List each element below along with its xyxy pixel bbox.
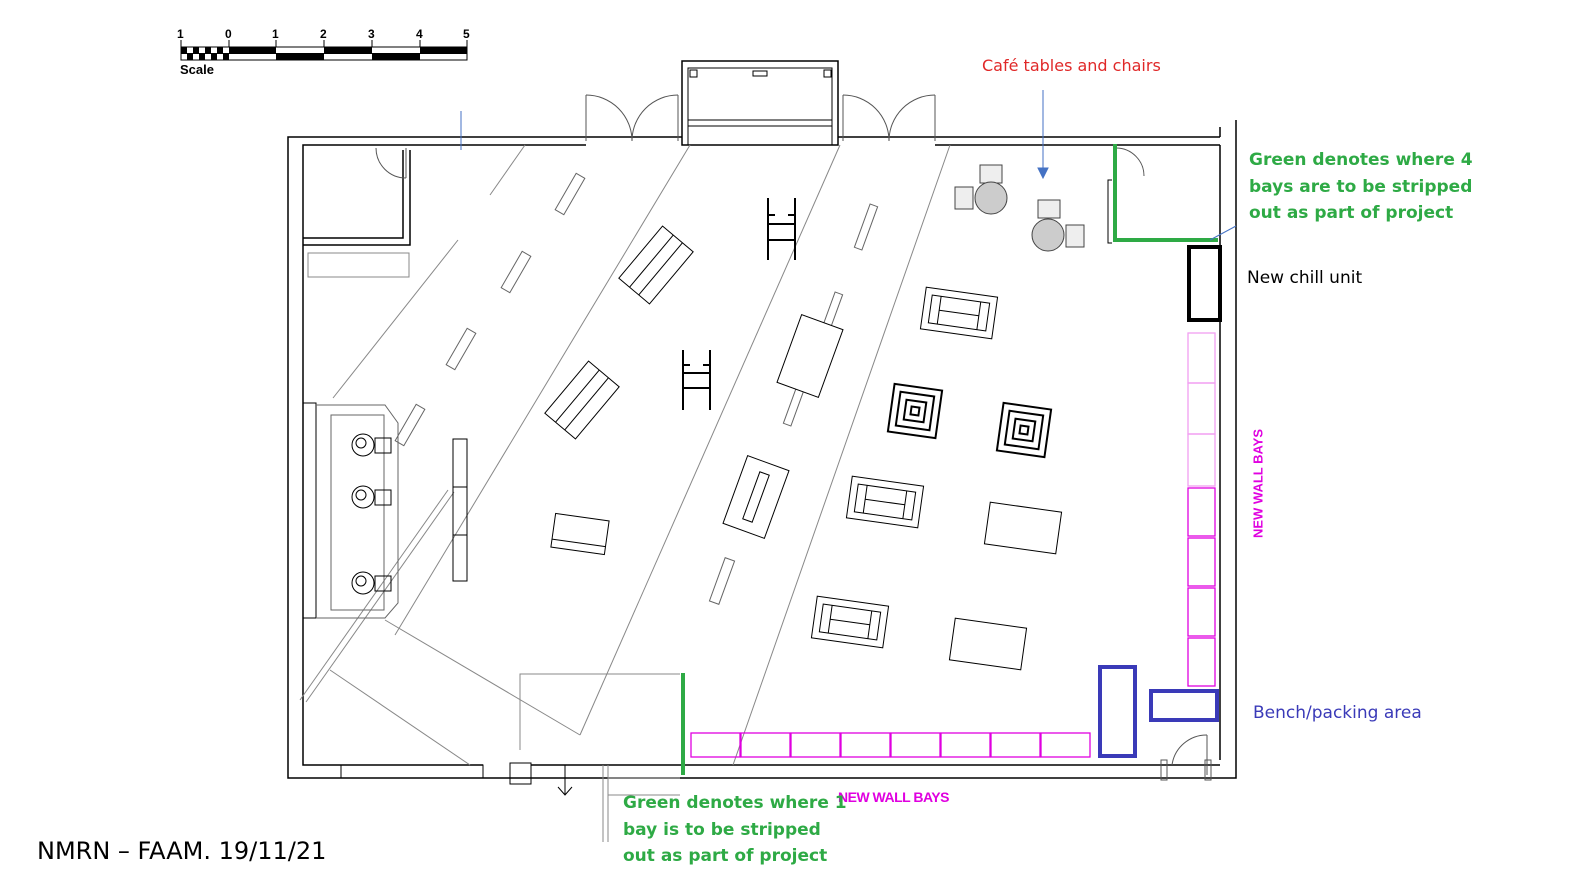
cafe-arrow	[1037, 90, 1049, 180]
display-tables	[544, 225, 1063, 671]
scale-tick: 5	[463, 27, 470, 41]
green-pointer	[1209, 225, 1237, 241]
bench-label: Bench/packing area	[1253, 703, 1422, 723]
wall-bays-right-label: NEW WALL BAYS	[1250, 428, 1266, 539]
walls	[287, 60, 1237, 785]
doors	[375, 94, 1212, 781]
wall-bays-bottom-label: NEW WALL BAYS	[838, 789, 949, 805]
green-note-line: out as part of project	[1249, 203, 1454, 223]
green-note-line: Green denotes where 4	[1249, 150, 1473, 170]
scale-tick: 0	[225, 27, 232, 41]
scale-bar	[180, 40, 468, 61]
scale-tick: 2	[320, 27, 327, 41]
checkout-counter	[302, 402, 468, 619]
scale-tick: 1	[177, 27, 184, 41]
plan-title: NMRN – FAAM. 19/11/21	[37, 837, 327, 865]
cafe-label: Café tables and chairs	[982, 56, 1161, 75]
aisle-lines	[299, 144, 951, 842]
green-note-line: bays are to be stripped	[1249, 176, 1473, 197]
shelves	[394, 172, 879, 605]
square-stands	[886, 382, 1053, 459]
green-note-top: Green denotes where 4 bays are to be str…	[1249, 147, 1473, 227]
bench-packing-area	[1098, 665, 1219, 758]
green-note-line: Green denotes where 1	[623, 793, 847, 813]
cafe-tables	[954, 164, 1085, 252]
wall-detail	[1107, 179, 1112, 244]
clothes-racks	[682, 198, 796, 410]
stripped-bays	[681, 144, 1218, 775]
scale-tick: 3	[368, 27, 375, 41]
new-wall-bays-bottom	[690, 732, 1091, 758]
scale-tick: 1	[272, 27, 279, 41]
green-note-bottom: Green denotes where 1 bay is to be strip…	[623, 790, 847, 870]
green-note-line: bay is to be stripped	[623, 819, 821, 840]
green-note-line: out as part of project	[623, 846, 828, 866]
scale-label: Scale	[180, 62, 214, 77]
new-wall-bays-right	[1187, 332, 1216, 687]
chill-unit-label: New chill unit	[1247, 268, 1363, 288]
scale-tick: 4	[416, 27, 423, 41]
chill-unit	[1187, 245, 1222, 322]
